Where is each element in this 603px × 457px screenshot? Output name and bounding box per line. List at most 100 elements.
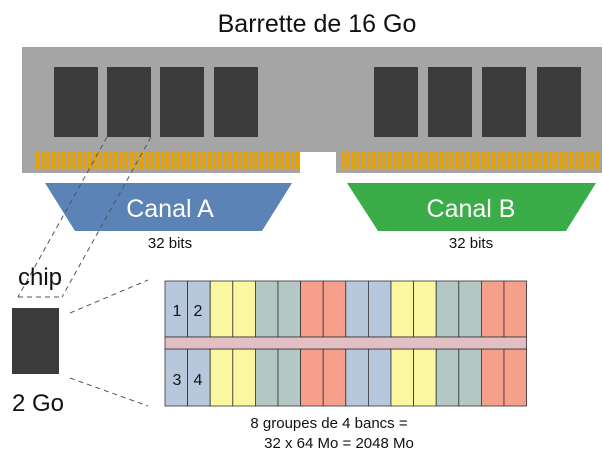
- memory-bank: [503, 280, 528, 338]
- caption-line-1: 8 groupes de 4 bancs =: [250, 415, 407, 432]
- memory-bank: [345, 280, 369, 338]
- zoomed-chip: [12, 308, 59, 374]
- gold-pin: [569, 152, 574, 169]
- channel-b-label: Canal B: [427, 195, 516, 223]
- gold-pin: [228, 152, 232, 169]
- gold-pin: [502, 152, 506, 169]
- bank-grid: [164, 280, 528, 407]
- gold-pin: [372, 152, 376, 169]
- gold-pin: [129, 152, 133, 169]
- memory-bank: [458, 280, 482, 338]
- dram-chip: [54, 67, 98, 137]
- dram-chip: [214, 67, 258, 137]
- module-notch: [300, 152, 336, 174]
- gold-pin: [56, 152, 61, 169]
- gold-pin: [46, 152, 50, 169]
- memory-bank: [277, 348, 302, 407]
- gold-pin: [62, 152, 66, 169]
- gold-pin: [543, 152, 548, 169]
- gold-pin: [145, 152, 149, 169]
- gold-pin: [450, 152, 454, 169]
- gold-pin: [155, 152, 159, 169]
- memory-bank: [277, 280, 302, 338]
- gold-pin: [403, 152, 407, 169]
- memory-bank: [322, 348, 347, 407]
- memory-bank: [480, 280, 505, 338]
- memory-bank: [367, 348, 392, 407]
- gold-pin: [207, 152, 211, 169]
- gold-pin: [114, 152, 118, 169]
- gold-pin: [491, 152, 496, 169]
- gold-pin: [290, 152, 295, 169]
- dram-chip: [160, 67, 204, 137]
- gold-pin: [429, 152, 433, 169]
- chip-label: chip: [18, 264, 62, 291]
- gold-pin: [41, 152, 45, 169]
- gold-pin: [275, 152, 279, 169]
- gold-pin: [554, 152, 558, 169]
- gold-pin: [471, 152, 475, 169]
- gold-pin: [393, 152, 397, 169]
- memory-bank: [480, 348, 505, 407]
- gold-pin: [171, 152, 175, 169]
- memory-bank: [390, 280, 415, 338]
- caption-line-2: 32 x 64 Mo = 2048 Mo: [264, 435, 414, 452]
- gold-pin: [212, 152, 217, 169]
- gold-pin: [538, 152, 542, 169]
- gold-pin: [398, 152, 402, 169]
- gold-pin: [413, 152, 418, 169]
- gold-pin: [549, 152, 553, 169]
- gold-pin: [481, 152, 485, 169]
- gold-pin: [559, 152, 563, 169]
- memory-bank: [300, 348, 324, 407]
- gold-pin: [585, 152, 589, 169]
- gold-pin: [356, 152, 360, 169]
- dram-chip: [482, 67, 526, 137]
- memory-bank: [254, 348, 279, 407]
- gold-contacts: [36, 152, 600, 169]
- memory-bank: [232, 280, 256, 338]
- gold-pin: [264, 152, 269, 169]
- gold-pin: [486, 152, 490, 169]
- memory-bank: [458, 348, 482, 407]
- zoom-lines-chip: [17, 136, 152, 298]
- gold-pin: [523, 152, 527, 169]
- channel-a-width: 32 bits: [148, 235, 192, 252]
- gold-pin: [445, 152, 449, 169]
- gold-pin: [254, 152, 258, 169]
- channel-b-width: 32 bits: [449, 235, 493, 252]
- gold-pin: [238, 152, 243, 169]
- gold-pin: [88, 152, 92, 169]
- gold-pin: [270, 152, 274, 169]
- diagram-title: Barrette de 16 Go: [218, 10, 417, 38]
- gold-pin: [108, 152, 113, 169]
- memory-bank: [413, 280, 437, 338]
- gold-pin: [244, 152, 248, 169]
- gold-pin: [497, 152, 501, 169]
- memory-bank: [435, 280, 460, 338]
- memory-bank: [345, 348, 369, 407]
- gold-pin: [564, 152, 568, 169]
- bank-number: 3: [173, 372, 182, 389]
- gold-pin: [377, 152, 381, 169]
- memory-bank: [413, 348, 437, 407]
- gold-pin: [382, 152, 386, 169]
- gold-pin: [476, 152, 480, 169]
- gold-pin: [77, 152, 81, 169]
- channel-b-shape: [347, 183, 596, 231]
- gold-pin: [124, 152, 128, 169]
- bank-row-divider: [164, 336, 528, 350]
- gold-pin: [103, 152, 107, 169]
- zoom-lines-banks: [69, 279, 149, 407]
- memory-bank: [367, 280, 392, 338]
- gold-pin: [82, 152, 87, 169]
- memory-bank: [300, 280, 324, 338]
- gold-pin: [93, 152, 97, 169]
- dram-chip: [428, 67, 472, 137]
- gold-pin: [296, 152, 300, 169]
- gold-pin: [361, 152, 366, 169]
- memory-bank: [209, 280, 234, 338]
- gold-pin: [166, 152, 170, 169]
